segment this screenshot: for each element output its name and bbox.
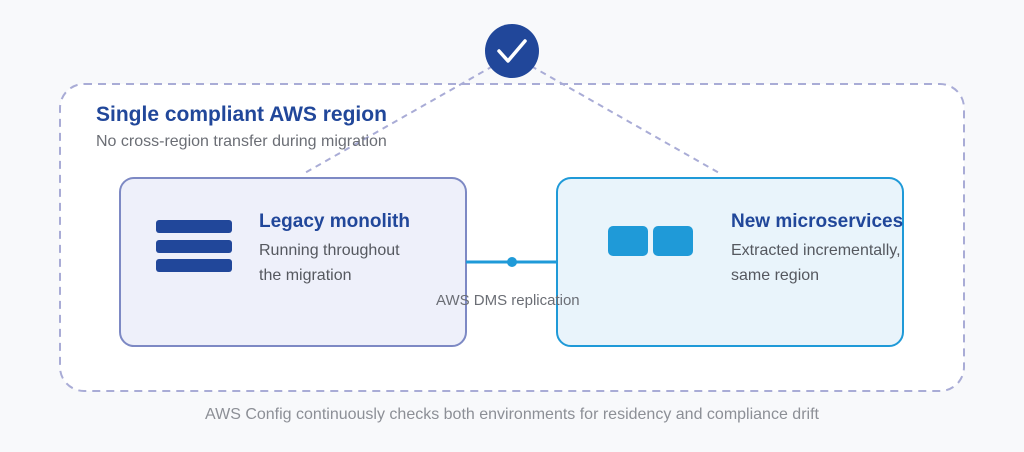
badge-link-right (530, 65, 722, 175)
service-blocks-icon (608, 226, 693, 256)
badge-link-left (302, 65, 494, 175)
dms-replication-node (507, 257, 517, 267)
checkmark-icon (497, 39, 527, 63)
compliance-check-badge (485, 24, 539, 78)
region-title: Single compliant AWS region (96, 103, 387, 126)
server-stack-icon (156, 220, 232, 272)
legacy-description-line: Running throughout (259, 242, 400, 259)
footer-caption: AWS Config continuously checks both envi… (205, 406, 819, 423)
microservices-description-line: Extracted incrementally, (731, 242, 901, 259)
legacy-monolith-description: Running throughout the migration (259, 238, 400, 288)
microservices-description-line: same region (731, 267, 820, 284)
region-subtitle: No cross-region transfer during migratio… (96, 133, 387, 150)
new-microservices-title: New microservices (731, 211, 904, 232)
legacy-description-line: the migration (259, 267, 352, 284)
legacy-monolith-title: Legacy monolith (259, 211, 410, 232)
dms-replication-label: AWS DMS replication (436, 292, 580, 309)
new-microservices-description: Extracted incrementally, same region (731, 238, 901, 288)
